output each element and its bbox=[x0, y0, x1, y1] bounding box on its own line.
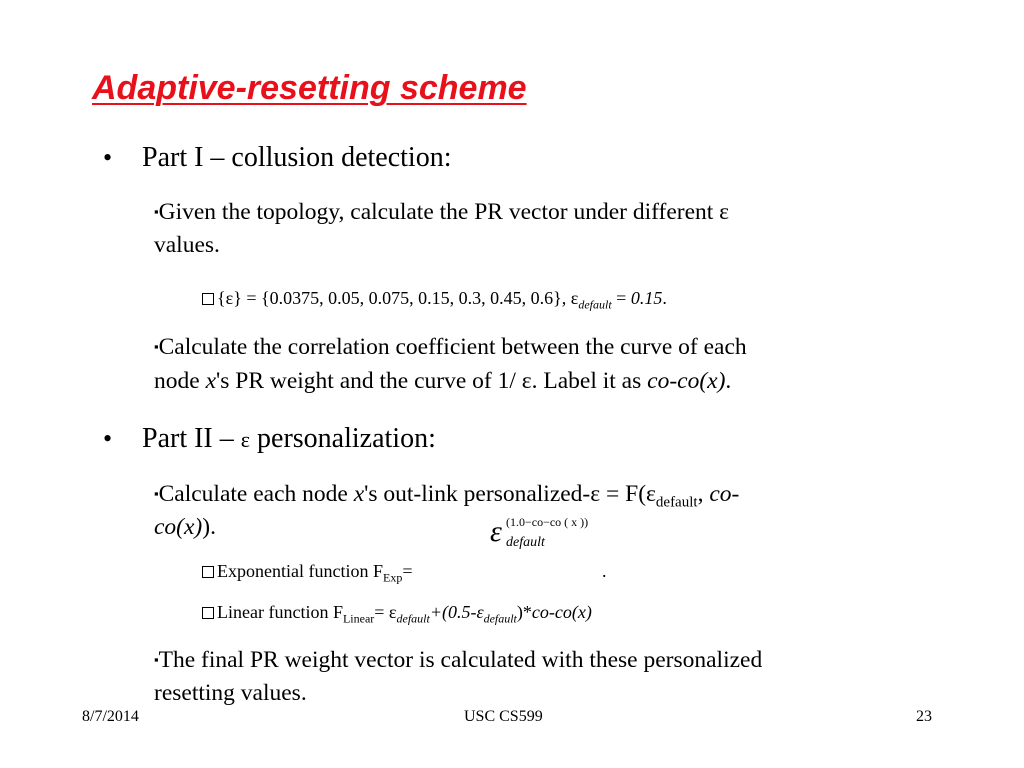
part2-item2-line2: resetting values. bbox=[154, 680, 307, 706]
exponential-function-line: Exponential function FExp= bbox=[202, 559, 412, 590]
square-bullet-icon: ▪ bbox=[154, 204, 159, 219]
square-bullet-icon: ▪ bbox=[154, 486, 159, 501]
part1-heading: Part I – collusion detection: bbox=[142, 142, 452, 173]
footer-center: USC CS599 bbox=[464, 708, 543, 725]
part1-item1-line1: ▪Given the topology, calculate the PR ve… bbox=[154, 199, 730, 225]
square-bullet-icon: ▪ bbox=[154, 339, 159, 354]
epsilon-set-line: {ε} = {0.0375, 0.05, 0.075, 0.15, 0.3, 0… bbox=[202, 286, 667, 317]
checkbox-bullet-icon bbox=[202, 566, 214, 578]
linear-function-line: Linear function FLinear= εdefault+(0.5-ε… bbox=[202, 600, 592, 631]
part1-item2-line2: node x's PR weight and the curve of 1/ ε… bbox=[154, 368, 732, 394]
part2-item2-line1: ▪The final PR weight vector is calculate… bbox=[154, 647, 763, 673]
part1-item2-line1: ▪Calculate the correlation coefficient b… bbox=[154, 334, 747, 360]
checkbox-bullet-icon bbox=[202, 293, 214, 305]
slide-title: Adaptive-resetting scheme bbox=[92, 69, 527, 107]
bullet-part1: • bbox=[103, 143, 113, 172]
footer-date: 8/7/2014 bbox=[82, 708, 139, 725]
part2-item1-line2: co(x)). bbox=[154, 514, 216, 540]
part2-heading: Part II – ε personalization: bbox=[142, 423, 436, 454]
square-bullet-icon: ▪ bbox=[154, 652, 159, 667]
exponential-function-end: . bbox=[602, 561, 607, 581]
footer-page-number: 23 bbox=[916, 708, 932, 725]
checkbox-bullet-icon bbox=[202, 607, 214, 619]
bullet-part2: • bbox=[103, 424, 113, 453]
part2-item1-line1: ▪Calculate each node x's out-link person… bbox=[154, 481, 740, 511]
part1-item1-line2: values. bbox=[154, 232, 220, 258]
